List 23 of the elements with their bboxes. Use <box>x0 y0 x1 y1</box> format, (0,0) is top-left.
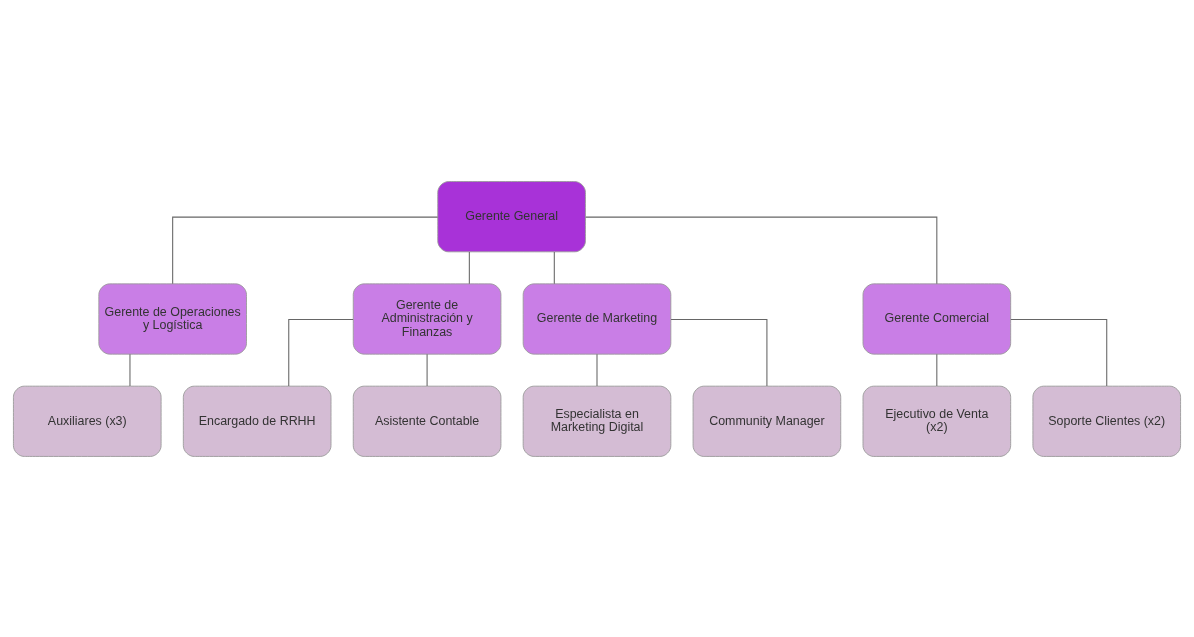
node-box: Gerente de Marketing <box>522 282 672 355</box>
connector <box>468 250 470 284</box>
node-box: Especialista en Marketing Digital <box>522 385 672 457</box>
node-box: Gerente General <box>437 180 586 252</box>
connector <box>553 250 555 284</box>
node-box: Ejecutivo de Venta (x2) <box>862 385 1012 457</box>
node-box: Asistente Contable <box>352 385 502 457</box>
node-box: Soporte Clientes (x2) <box>1032 385 1181 457</box>
connector <box>172 216 439 284</box>
node-box: Community Manager <box>692 385 842 457</box>
connector <box>426 353 428 387</box>
connector <box>288 318 354 386</box>
connector <box>936 353 938 387</box>
connector <box>1010 318 1108 386</box>
connector <box>670 318 768 386</box>
node-box: Gerente de Operaciones y Logística <box>98 282 247 355</box>
node-box: Encargado de RRHH <box>182 385 332 457</box>
node-box: Gerente Comercial <box>862 282 1012 355</box>
connector <box>596 353 598 387</box>
node-box: Gerente de Administración y Finanzas <box>352 282 502 355</box>
connector <box>585 216 938 284</box>
connector <box>129 353 131 387</box>
node-box: Auxiliares (x3) <box>13 385 162 457</box>
